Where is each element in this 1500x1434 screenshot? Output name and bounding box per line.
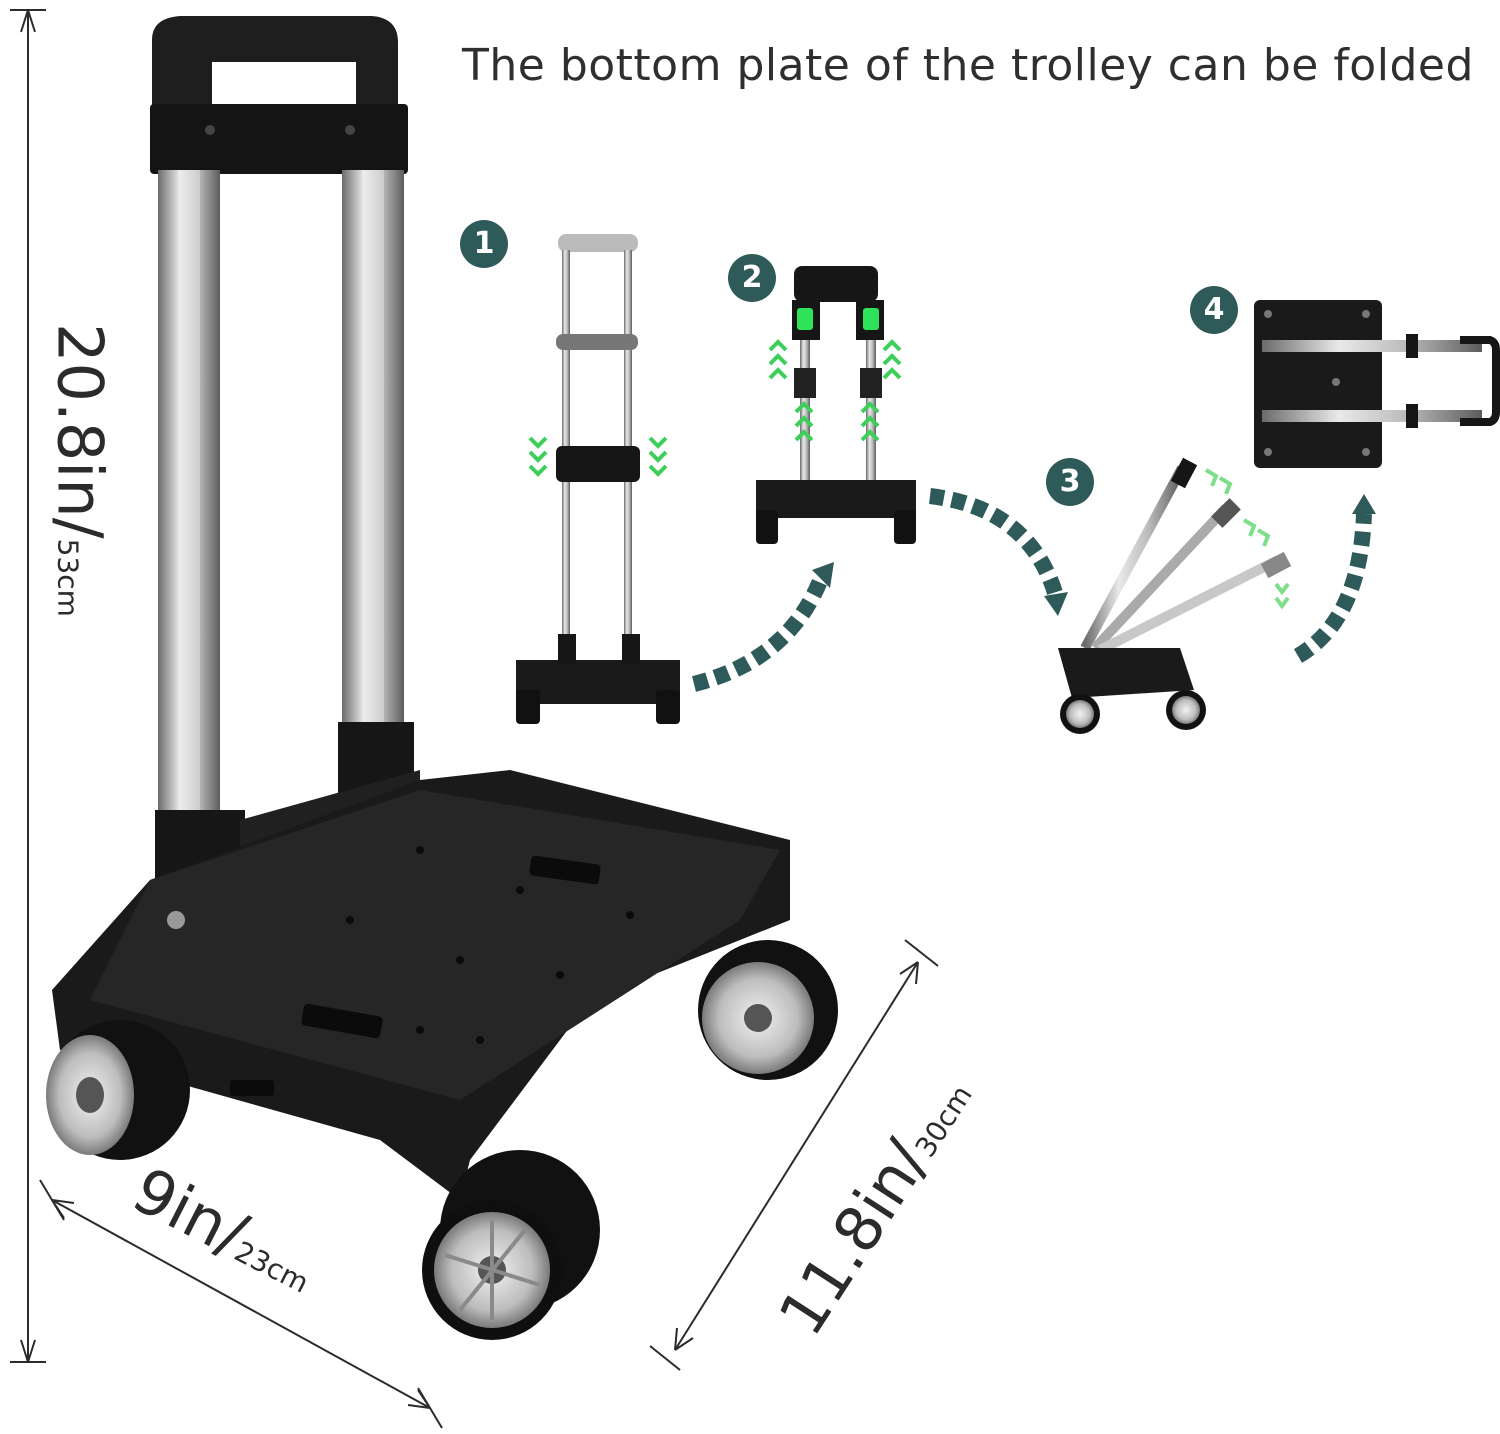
step4-trolley	[1254, 300, 1500, 468]
main-trolley	[46, 16, 838, 1340]
height-dimension-line	[10, 9, 46, 1363]
arrowhead-2	[1044, 592, 1068, 616]
step2-trolley	[756, 266, 916, 544]
step-4-badge: 4	[1190, 286, 1238, 334]
arrow-2-to-3	[929, 488, 1064, 599]
arrowhead-3	[1352, 494, 1376, 514]
step3-trolley	[1058, 457, 1292, 734]
arrow-3-to-4	[1293, 513, 1372, 663]
depth-dimension-line	[649, 939, 939, 1371]
step-1-badge: 1	[460, 220, 508, 268]
height-value: 20.8in	[43, 323, 117, 518]
wheel-back-right	[698, 940, 838, 1080]
wheel-front-right	[422, 1150, 600, 1340]
headline: The bottom plate of the trolley can be f…	[462, 40, 1474, 91]
arrowhead-1	[812, 562, 834, 588]
arrow-1-to-2	[692, 573, 830, 692]
width-dimension-line	[39, 1179, 443, 1429]
step-2-badge: 2	[728, 254, 776, 302]
height-label: 20.8in/53cm	[43, 323, 117, 617]
wheel-front-left	[46, 1020, 190, 1160]
step-3-badge: 3	[1046, 458, 1094, 506]
height-metric: 53cm	[51, 538, 85, 617]
step1-trolley	[516, 234, 680, 724]
